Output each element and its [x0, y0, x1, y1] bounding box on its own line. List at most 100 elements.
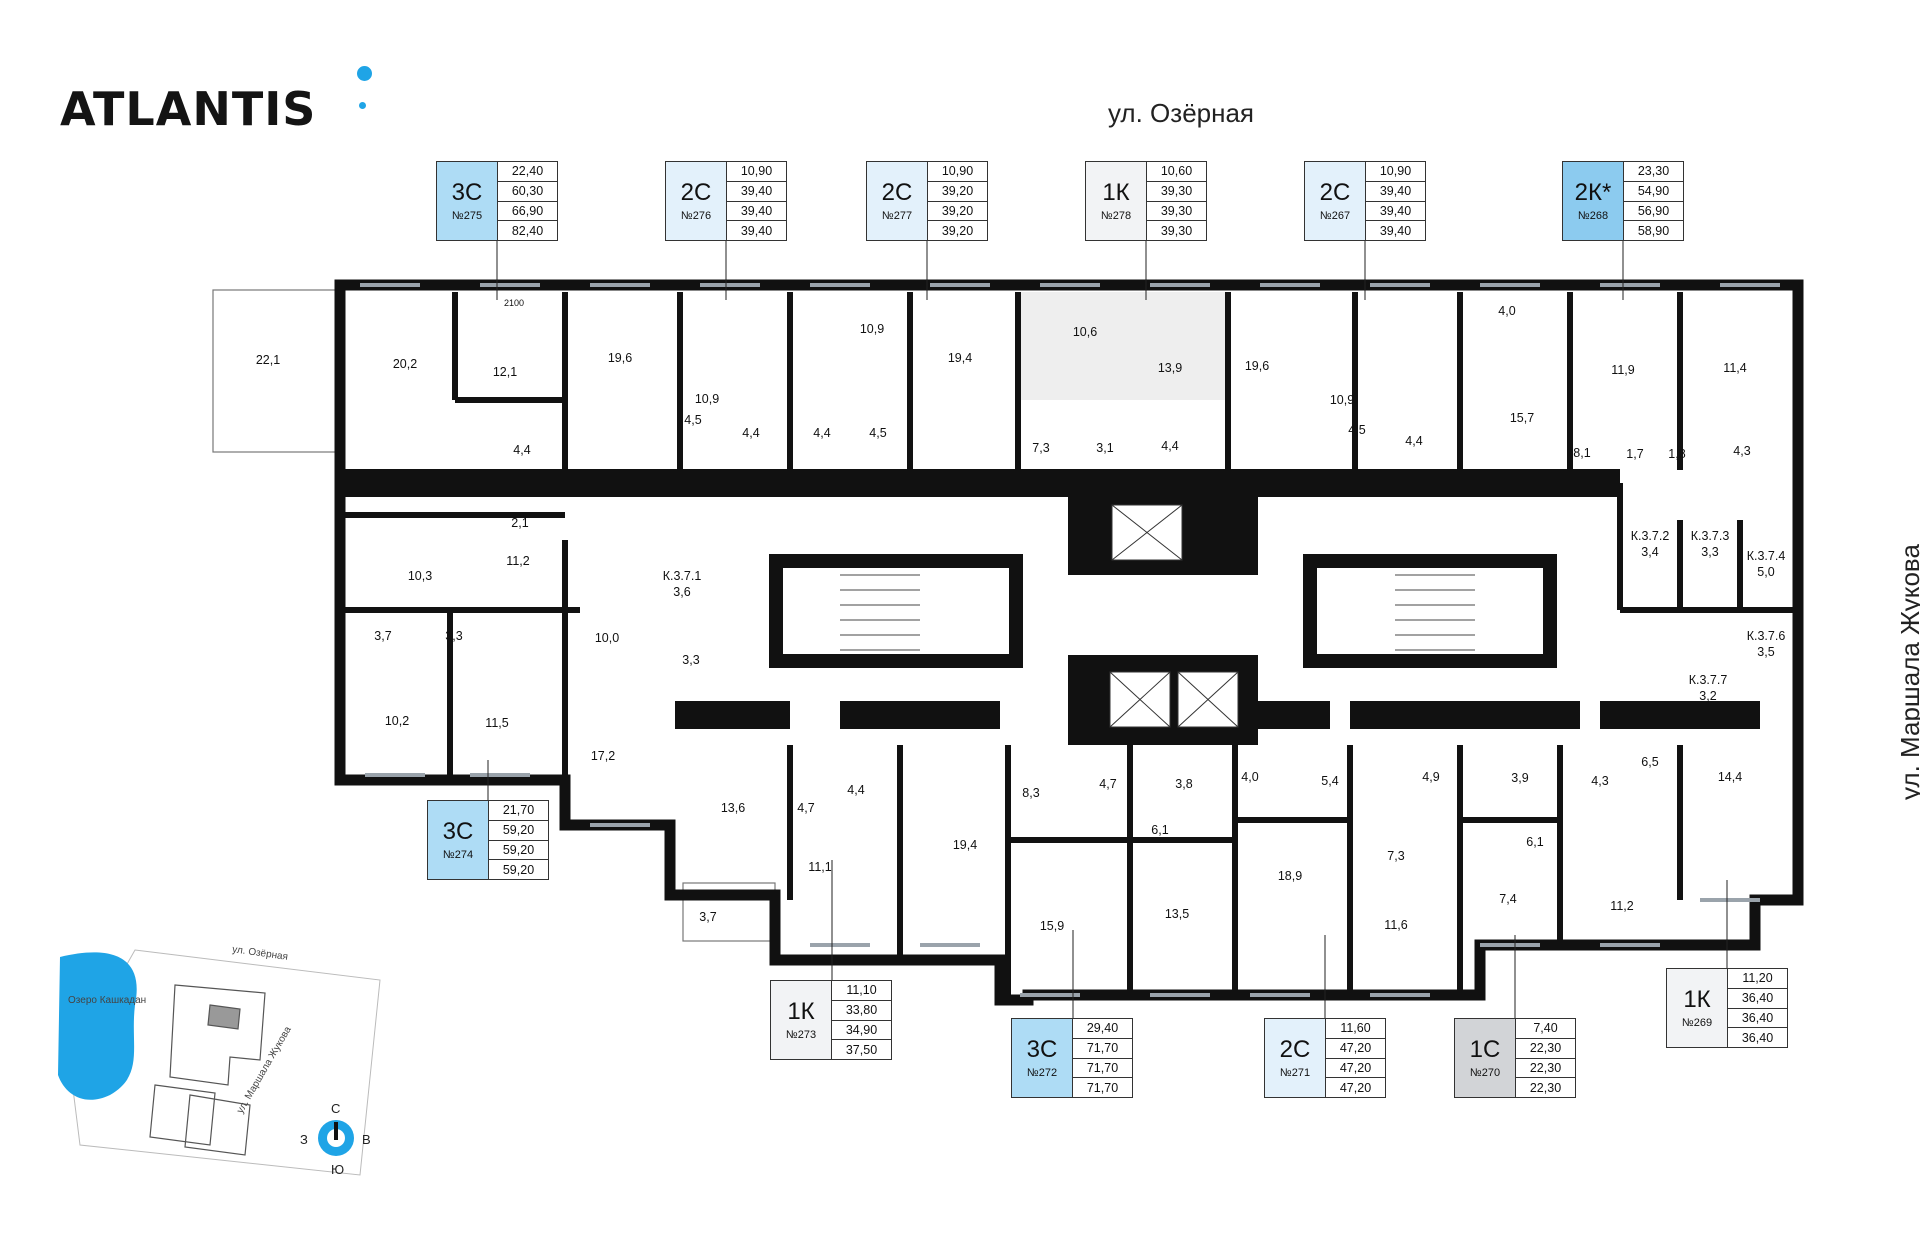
- room-area: 4,4: [1161, 439, 1178, 453]
- room-area: 11,6: [1384, 918, 1407, 932]
- room-area: 6,1: [1526, 835, 1543, 849]
- room-area: 4,4: [513, 443, 530, 457]
- room-area: 11,9: [1611, 363, 1634, 377]
- unit-area: 59,20: [502, 862, 535, 877]
- room-area: К.3.7.7: [1689, 673, 1728, 687]
- unit-area: 37,50: [845, 1042, 878, 1057]
- room-area: 4,0: [1241, 770, 1258, 784]
- unit-area: 58,90: [1637, 223, 1670, 238]
- unit-area: 71,70: [1073, 1039, 1132, 1059]
- unit-number: №274: [442, 849, 474, 861]
- unit-area: 39,30: [1147, 182, 1206, 202]
- room-area: 11,2: [1610, 899, 1633, 913]
- unit-type: 2С: [881, 179, 913, 206]
- unit-area: 39,40: [1366, 182, 1425, 202]
- room-area: 4,7: [1099, 777, 1116, 791]
- unit-area: 36,40: [1741, 1030, 1774, 1045]
- unit-area: 59,20: [489, 841, 548, 861]
- room-area: 10,9: [695, 392, 719, 406]
- room-area: К.3.7.3: [1691, 529, 1730, 543]
- unit-area: 71,70: [1086, 1080, 1119, 1095]
- unit-head: 2С №277: [866, 161, 928, 241]
- unit-area: 22,30: [1516, 1039, 1575, 1059]
- unit-area: 10,60: [1147, 162, 1206, 182]
- unit-area: 71,70: [1073, 1059, 1132, 1079]
- room-area: 5,4: [1321, 774, 1338, 788]
- logo-dot-small-icon: [359, 102, 366, 109]
- unit-number: №277: [881, 210, 913, 222]
- room-area: 3,7: [699, 910, 716, 924]
- unit-type: 2С: [1319, 179, 1351, 206]
- compass-east: В: [362, 1132, 371, 1147]
- room-area: 10,0: [595, 631, 619, 645]
- room-area: 7,3: [1387, 849, 1404, 863]
- unit-area: 29,40: [1073, 1019, 1132, 1039]
- unit-area: 36,40: [1728, 989, 1787, 1009]
- room-area: 4,5: [684, 413, 701, 427]
- room-area: К.3.7.6: [1747, 629, 1786, 643]
- unit-number: №273: [785, 1029, 817, 1041]
- unit-number: №267: [1319, 210, 1351, 222]
- unit-type: 2С: [680, 179, 712, 206]
- room-area: 17,2: [591, 749, 615, 763]
- logo-dot-icon: [357, 66, 372, 81]
- unit-type: 2С: [1279, 1036, 1311, 1063]
- unit-area: 7,40: [1516, 1019, 1575, 1039]
- room-area: 3,3: [445, 629, 462, 643]
- room-area: 14,4: [1718, 770, 1742, 784]
- room-area: 1,8: [1668, 447, 1685, 461]
- room-area: 10,6: [1073, 325, 1097, 339]
- unit-area: 10,90: [1366, 162, 1425, 182]
- unit-area: 39,40: [727, 182, 786, 202]
- compass-north: С: [331, 1101, 341, 1116]
- unit-area: 22,30: [1529, 1080, 1562, 1095]
- unit-number: №272: [1026, 1067, 1058, 1079]
- site-minimap: [58, 949, 381, 1176]
- room-area: 5,0: [1757, 565, 1774, 579]
- room-area: 3,1: [1096, 441, 1113, 455]
- unit-area: 47,20: [1326, 1059, 1385, 1079]
- room-area: 13,6: [721, 801, 745, 815]
- room-area: 11,5: [485, 716, 508, 730]
- room-area: 10,9: [860, 322, 884, 336]
- unit-area: 54,90: [1624, 182, 1683, 202]
- stair-west: [769, 554, 1023, 668]
- unit-area: 39,40: [1379, 223, 1412, 238]
- room-area: 10,3: [408, 569, 432, 583]
- unit-area: 22,40: [498, 162, 557, 182]
- room-area: 6,5: [1641, 755, 1658, 769]
- room-area: 3,3: [1701, 545, 1718, 559]
- unit-head: 2К*№268: [1562, 161, 1624, 241]
- room-area: 19,6: [608, 351, 632, 365]
- unit-head: 2С №267: [1304, 161, 1366, 241]
- room-area: 20,2: [393, 357, 417, 371]
- unit-area: 39,20: [928, 202, 987, 222]
- room-area: 12,1: [493, 365, 517, 379]
- unit-number: №278: [1100, 210, 1132, 222]
- room-area: 15,7: [1510, 411, 1534, 425]
